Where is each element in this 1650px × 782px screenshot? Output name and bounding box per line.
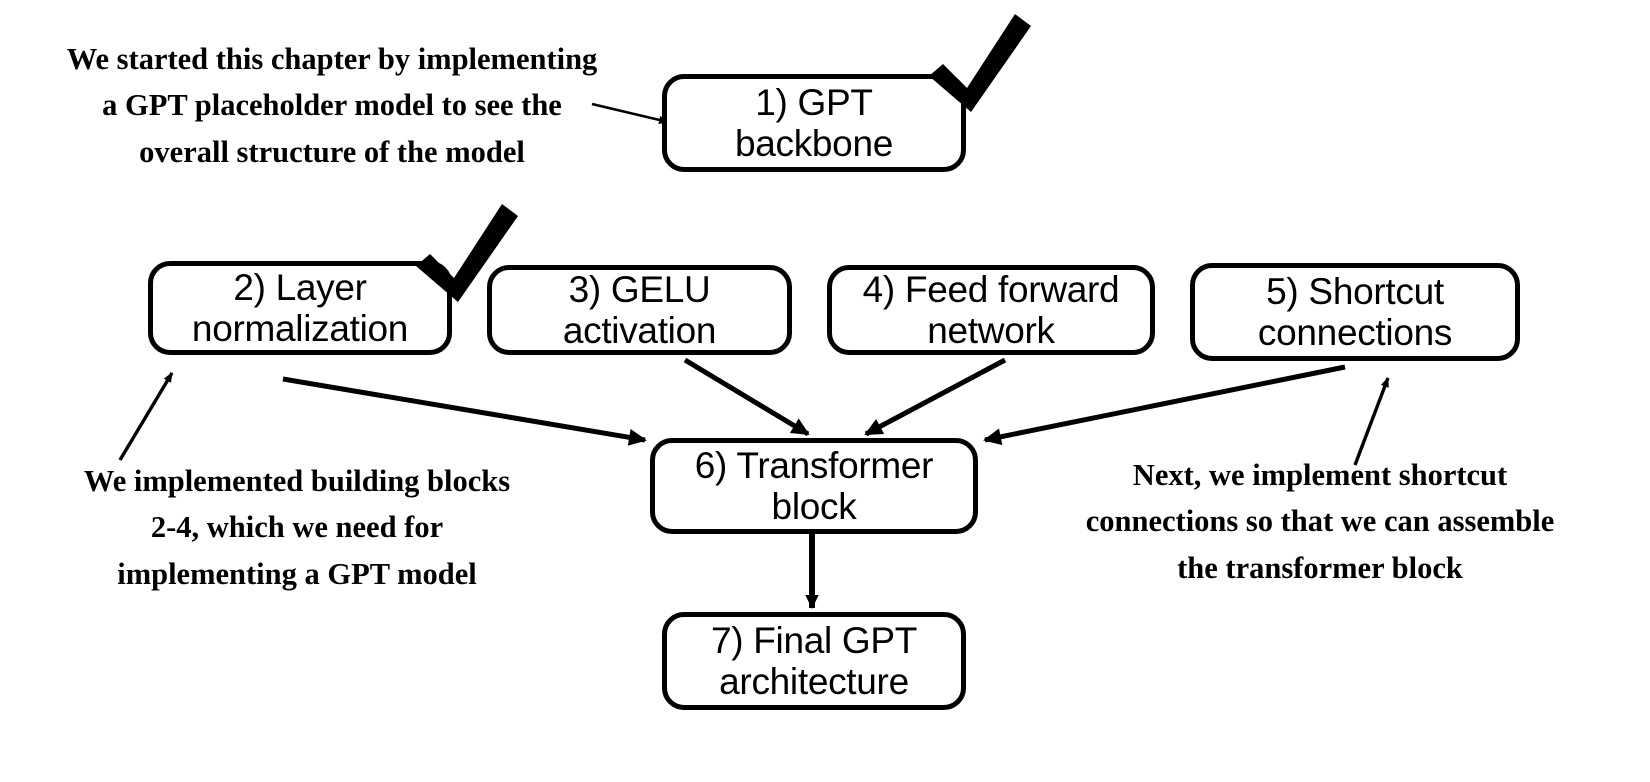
node-feed-forward-network-label: 4) Feed forward network xyxy=(862,268,1120,351)
node-shortcut-connections-label: 5) Shortcut connections xyxy=(1257,270,1453,353)
node-transformer-block[interactable]: 6) Transformer block xyxy=(650,438,978,534)
edge-note-to-layernorm xyxy=(118,372,174,461)
node-gelu-activation[interactable]: 3) GELU activation xyxy=(487,265,792,355)
node-gelu-activation-label: 3) GELU activation xyxy=(562,268,717,351)
node-layer-normalization-label: 2) Layer normalization xyxy=(191,266,409,349)
note-gpt-backbone: We started this chapter by implementing … xyxy=(66,42,598,169)
node-feed-forward-network[interactable]: 4) Feed forward network xyxy=(827,265,1155,355)
node-gpt-backbone-label: 1) GPT backbone xyxy=(734,81,894,164)
edge-layernorm-to-transformer xyxy=(282,376,647,446)
edge-gelu-to-transformer xyxy=(683,357,810,437)
node-final-gpt-architecture[interactable]: 7) Final GPT architecture xyxy=(662,612,966,710)
node-gpt-backbone[interactable]: 1) GPT backbone xyxy=(662,74,966,172)
node-shortcut-connections[interactable]: 5) Shortcut connections xyxy=(1190,263,1520,361)
node-transformer-block-label: 6) Transformer block xyxy=(694,444,934,527)
node-final-gpt-architecture-label: 7) Final GPT architecture xyxy=(710,619,918,702)
edge-feedforward-to-transformer xyxy=(864,357,1007,437)
note-shortcut-connections: Next, we implement shortcut connections … xyxy=(1085,458,1555,585)
note-building-blocks: We implemented building blocks 2-4, whic… xyxy=(83,464,511,591)
edge-shortcut-to-transformer xyxy=(983,364,1346,446)
node-layer-normalization[interactable]: 2) Layer normalization xyxy=(148,261,452,355)
